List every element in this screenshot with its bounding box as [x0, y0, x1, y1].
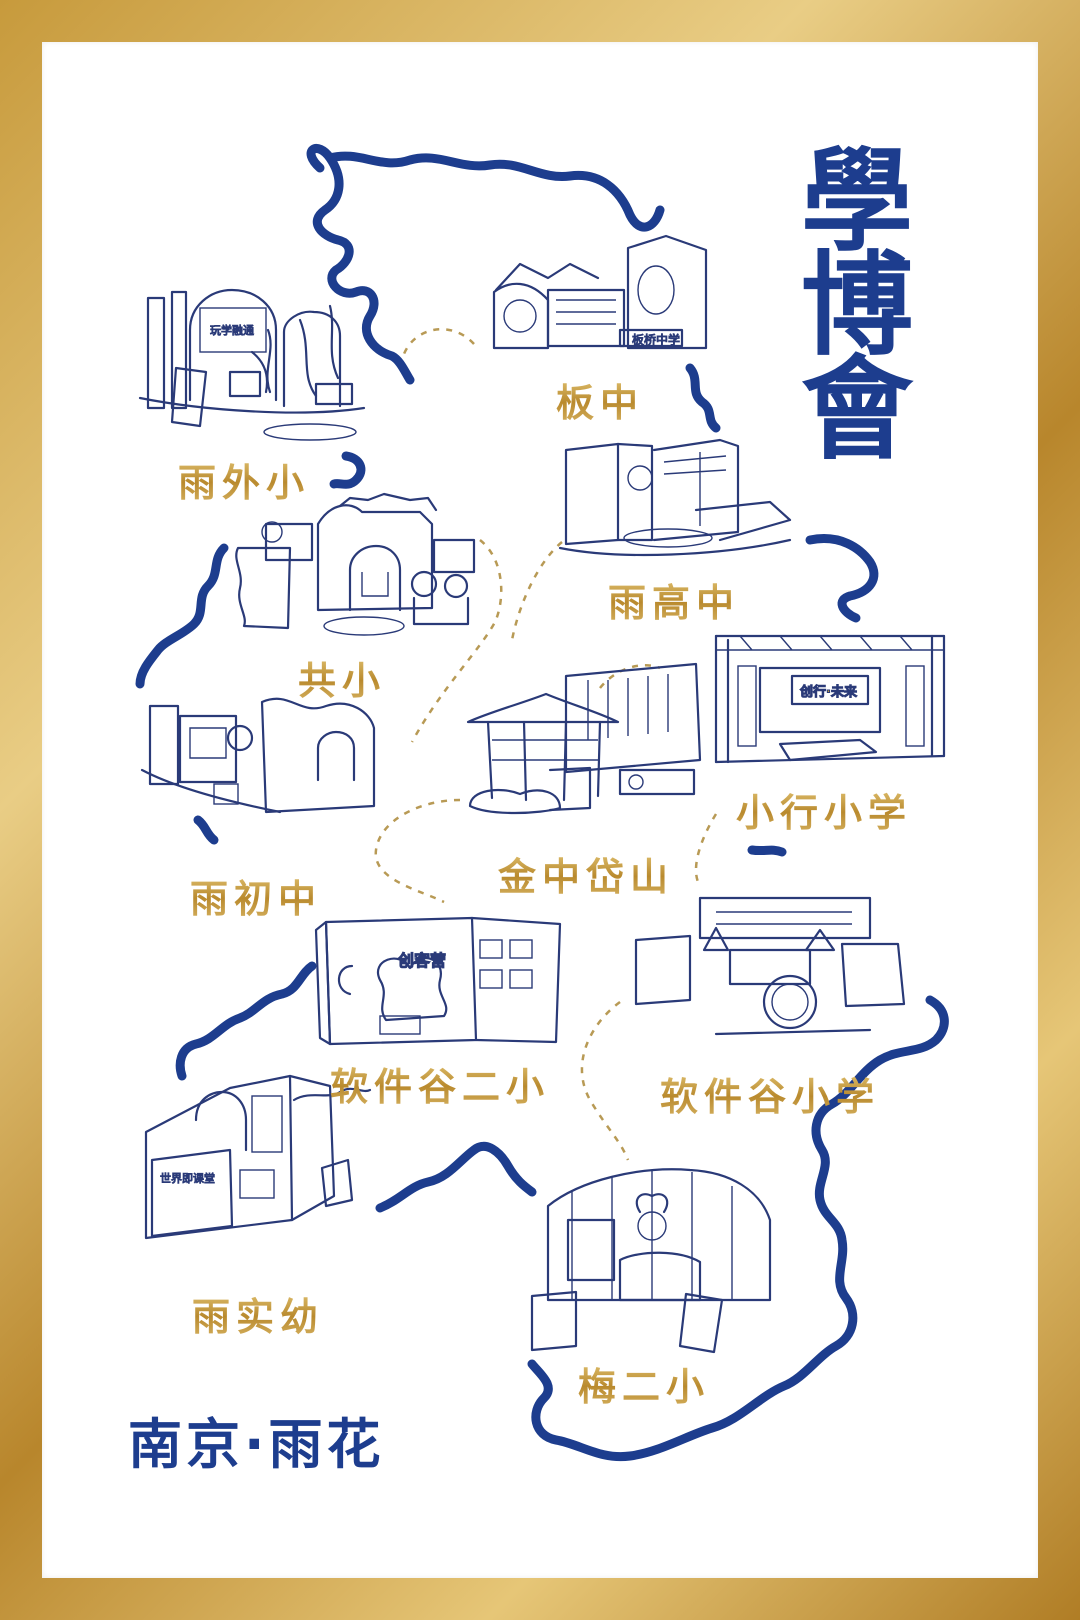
site-label-yuchuzhong[interactable]: 雨初中: [190, 868, 322, 923]
booth-yuchuzhong: [140, 697, 376, 814]
site-label-meierxiao[interactable]: 梅二小: [578, 1356, 710, 1411]
booth-yushiyou: 世界即课堂: [144, 1074, 372, 1240]
river-yuchu: [193, 815, 219, 845]
river-southeast: [527, 995, 949, 1462]
booth-meierxiao: [530, 1168, 772, 1354]
site-label-xiaoxingxiaoxue[interactable]: 小行小学: [736, 782, 912, 837]
river-west: [135, 543, 229, 689]
river-jinzhong: [747, 845, 787, 857]
river-south: [375, 1141, 537, 1213]
booth-ruanjianguxiaoxue: [634, 896, 906, 1036]
booth-banzhong: 板桥中学: [492, 234, 708, 350]
river-boundary: [135, 144, 949, 1462]
booth-ruanjianguerxiao: 创客营: [314, 916, 562, 1046]
route-ruanjian-south: [580, 1000, 630, 1161]
booth-jinzhongdaishan: [466, 662, 702, 815]
booth-sign-xiaoxingxiaoxue: 创行·未来: [799, 684, 858, 700]
booth-sign-yuwaixiao: 玩学融通: [210, 323, 254, 337]
location-label: 南京·雨花: [128, 1413, 385, 1476]
site-label-yuwaixiao[interactable]: 雨外小: [178, 452, 310, 507]
site-label-yugaozhong[interactable]: 雨高中: [608, 572, 740, 627]
site-label-banzhong[interactable]: 板中: [556, 372, 644, 427]
route-jinzhong-west: [374, 798, 461, 904]
river-yuwai: [329, 451, 366, 489]
route-yugao-center: [510, 541, 563, 641]
page-title: 學 博 會: [792, 136, 922, 475]
site-label-ruanjianguerxiao[interactable]: 软件谷二小: [330, 1056, 550, 1111]
route-banzhong-yuwai: [400, 327, 475, 361]
booth-sign-banzhong: 板桥中学: [632, 332, 680, 347]
river-north: [306, 144, 665, 385]
title-char-3: 會: [801, 344, 913, 475]
booth-yuwaixiao: 玩学融通: [138, 288, 366, 441]
booth-gongxiao: [235, 492, 476, 636]
route-jinzhong-east: [694, 813, 718, 887]
title-char-1: 學: [801, 136, 913, 267]
title-char-2: 博: [801, 240, 913, 371]
river-east: [805, 534, 879, 623]
route-gongxiao-center: [410, 539, 503, 743]
site-label-jinzhongdaishan[interactable]: 金中岱山: [498, 846, 674, 901]
booth-xiaoxingxiaoxue: 创行·未来: [714, 634, 946, 764]
river-banzhong: [685, 363, 721, 433]
river-southwest: [175, 961, 317, 1081]
booth-sign-yushiyou: 世界即课堂: [160, 1172, 215, 1185]
site-label-yushiyou[interactable]: 雨实幼: [192, 1286, 324, 1341]
route-paths: [374, 327, 718, 1161]
site-label-ruanjianguxiaoxue[interactable]: 软件谷小学: [660, 1066, 880, 1121]
site-label-gongxiao[interactable]: 共小: [298, 650, 386, 705]
booth-yugaozhong: [558, 438, 792, 557]
